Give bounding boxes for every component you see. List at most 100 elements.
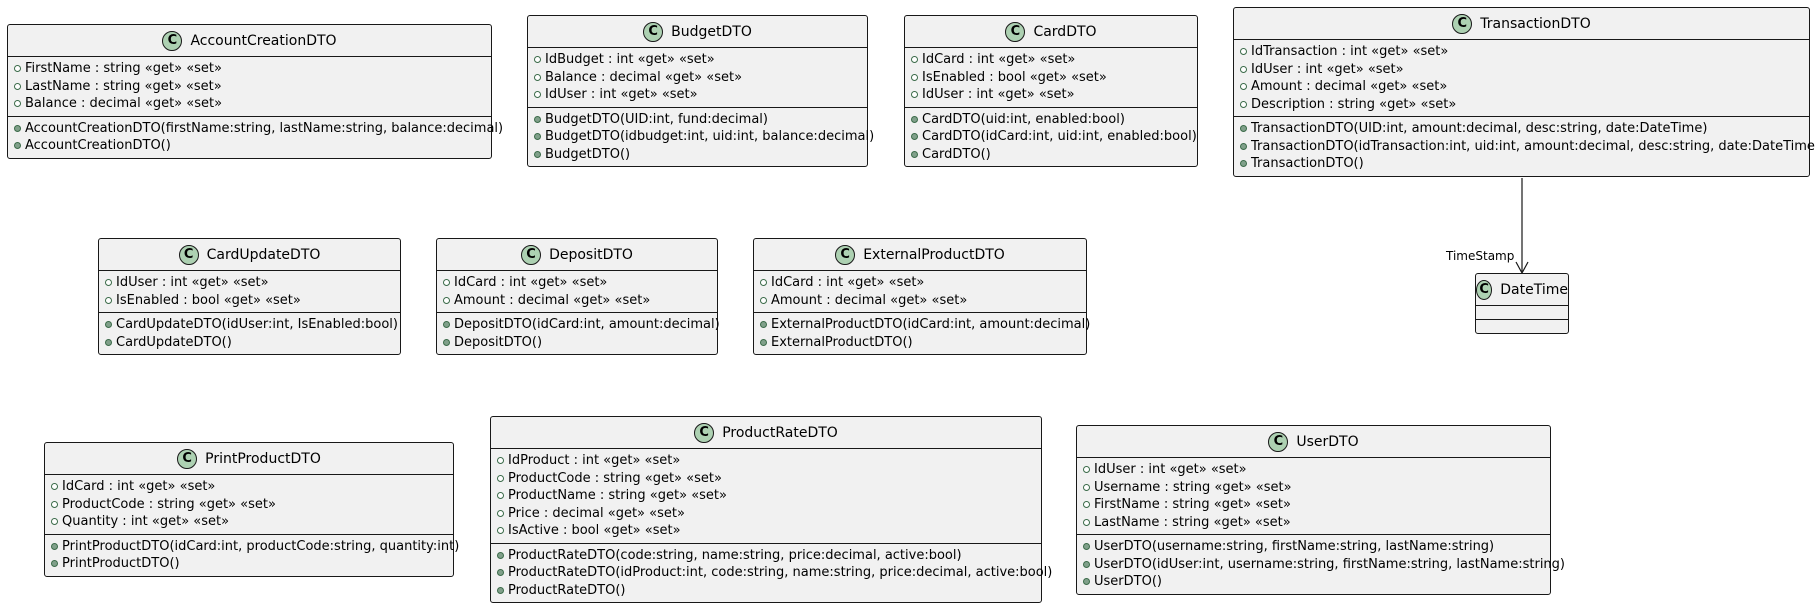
class-name: CardUpdateDTO <box>206 246 321 263</box>
field-text: IdUser : int «get» «set» <box>116 275 269 290</box>
fields-section: IdCard : int «get» «set» Amount : decimal… <box>754 271 1086 312</box>
class-datetime[interactable]: C DateTime <box>1475 273 1569 334</box>
method-row: ProductRateDTO() <box>491 582 1041 600</box>
class-header: C BudgetDTO <box>528 16 867 48</box>
field-text: IdCard : int «get» «set» <box>771 275 925 290</box>
method-text: BudgetDTO(idbudget:int, uid:int, balance… <box>545 129 875 144</box>
public-method-icon <box>51 560 58 568</box>
method-text: UserDTO(idUser:int, username:string, fir… <box>1094 556 1565 572</box>
methods-section: BudgetDTO(UID:int, fund:decimal)BudgetDT… <box>528 106 874 167</box>
public-field-icon <box>497 474 504 482</box>
fields-section: IdUser : int «get» «set» IsEnabled : bool… <box>99 271 400 312</box>
field-row: Balance : decimal «get» «set» <box>528 69 867 87</box>
fields-section: IdCard : int «get» «set» Amount : decimal… <box>437 271 717 312</box>
public-field-icon <box>1083 466 1090 474</box>
fields-section <box>1476 306 1568 319</box>
method-text: TransactionDTO(idTransaction:int, uid:in… <box>1251 138 1815 154</box>
method-text: DepositDTO(idCard:int, amount:decimal) <box>454 317 720 332</box>
public-method-icon <box>911 115 918 123</box>
public-field-icon <box>497 457 504 465</box>
class-name: DateTime <box>1500 281 1568 298</box>
class-stereotype-icon: C <box>162 30 183 51</box>
field-text: IdTransaction : int «get» «set» <box>1251 44 1449 59</box>
public-method-icon <box>443 338 450 346</box>
public-field-icon <box>1240 83 1247 91</box>
public-field-icon <box>534 73 541 81</box>
field-row: IdProduct : int «get» «set» <box>491 452 1041 470</box>
field-text: Amount : decimal «get» «set» <box>454 292 651 308</box>
public-field-icon <box>105 296 112 304</box>
field-row: IdUser : int «get» «set» <box>1077 461 1550 479</box>
method-row: DepositDTO() <box>437 334 717 352</box>
class-stereotype-icon: C <box>643 21 664 42</box>
field-text: IsEnabled : bool «get» «set» <box>116 292 301 308</box>
field-text: IdUser : int «get» «set» <box>922 87 1075 102</box>
class-name: BudgetDTO <box>671 23 752 40</box>
class-name: AccountCreationDTO <box>190 32 337 49</box>
field-text: IdCard : int «get» «set» <box>454 275 608 290</box>
public-field-icon <box>1240 65 1247 73</box>
field-row: FirstName : string «get» «set» <box>1077 496 1550 514</box>
public-method-icon <box>534 150 541 158</box>
public-field-icon <box>497 509 504 517</box>
field-text: IdProduct : int «get» «set» <box>508 453 681 468</box>
method-row: ExternalProductDTO(idCard:int, amount:de… <box>754 316 1090 334</box>
public-method-icon <box>911 133 918 141</box>
method-row: CardDTO() <box>905 146 1197 164</box>
public-field-icon <box>911 73 918 81</box>
method-row: CardDTO(idCard:int, uid:int, enabled:boo… <box>905 128 1197 146</box>
public-field-icon <box>534 56 541 64</box>
class-name: TransactionDTO <box>1480 15 1591 32</box>
method-row: UserDTO() <box>1077 573 1550 591</box>
fields-section: IdUser : int «get» «set»Username : strin… <box>1077 458 1550 534</box>
public-field-icon <box>1083 518 1090 526</box>
method-row: TransactionDTO(idTransaction:int, uid:in… <box>1234 138 1815 156</box>
method-text: CardUpdateDTO(idUser:int, IsEnabled:bool… <box>116 317 398 332</box>
field-text: Description : string «get» «set» <box>1251 96 1457 112</box>
public-method-icon <box>497 569 504 577</box>
public-method-icon <box>1083 543 1090 551</box>
public-field-icon <box>14 100 21 108</box>
class-name: ProductRateDTO <box>722 424 838 441</box>
public-field-icon <box>51 483 58 491</box>
field-row: Price : decimal «get» «set» <box>491 505 1041 523</box>
fields-section: IdTransaction : int «get» «set» IdUser : … <box>1234 40 1809 116</box>
field-row: Amount : decimal «get» «set» <box>754 292 1086 310</box>
public-field-icon <box>497 527 504 535</box>
method-row: AccountCreationDTO(firstName:string, las… <box>8 120 503 138</box>
field-row: ProductName : string «get» «set» <box>491 487 1041 505</box>
method-row: PrintProductDTO() <box>45 555 453 573</box>
field-row: IdCard : int «get» «set» <box>437 274 717 292</box>
class-name: UserDTO <box>1296 433 1359 450</box>
public-field-icon <box>497 492 504 500</box>
field-text: IsEnabled : bool «get» «set» <box>922 69 1107 85</box>
class-productratedto[interactable]: C ProductRateDTO IdProduct : int «get» «se… <box>490 416 1052 603</box>
method-text: ProductRateDTO(idProduct:int, code:strin… <box>508 565 1053 580</box>
field-row: Quantity : int «get» «set» <box>45 513 453 531</box>
field-row: Description : string «get» «set» <box>1234 96 1809 114</box>
class-stereotype-icon: C <box>1476 279 1493 300</box>
public-field-icon <box>14 82 21 90</box>
field-text: Balance : decimal «get» «set» <box>545 69 743 85</box>
method-text: PrintProductDTO() <box>62 556 180 571</box>
public-method-icon <box>760 338 767 346</box>
public-method-icon <box>14 142 21 150</box>
field-text: ProductCode : string «get» «set» <box>508 470 722 486</box>
field-text: IdUser : int «get» «set» <box>1251 61 1404 77</box>
method-text: CardDTO(idCard:int, uid:int, enabled:boo… <box>922 129 1197 144</box>
method-row: BudgetDTO(idbudget:int, uid:int, balance… <box>528 128 874 146</box>
class-stereotype-icon: C <box>694 422 715 443</box>
public-field-icon <box>443 279 450 287</box>
public-field-icon <box>1083 501 1090 509</box>
class-header: C AccountCreationDTO <box>8 25 491 57</box>
